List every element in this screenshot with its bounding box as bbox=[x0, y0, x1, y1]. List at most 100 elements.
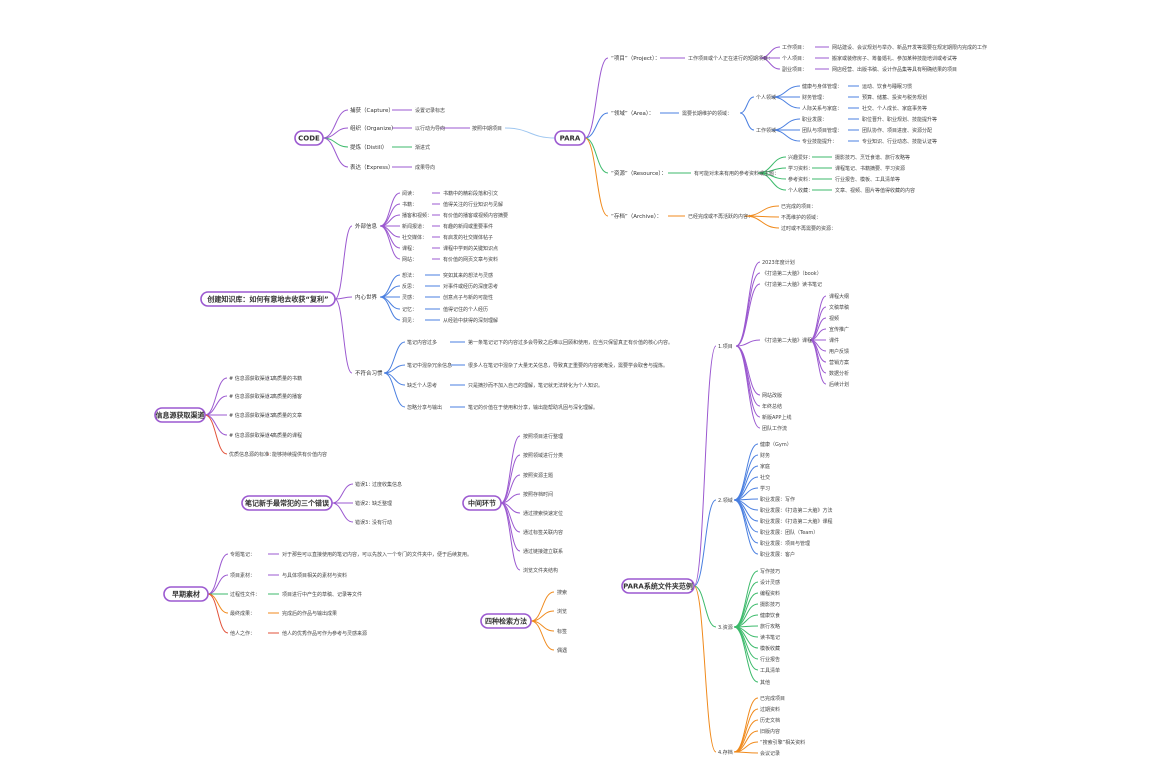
para-file-link bbox=[735, 345, 761, 429]
para-file-archive: 历史文档 bbox=[760, 717, 780, 724]
find-item: 通过链接建立联系 bbox=[523, 548, 563, 555]
para-file-area: 职业发展：客户 bbox=[760, 551, 795, 558]
para-file-group: 1.项目 bbox=[718, 344, 733, 350]
para-file-project-sub: 用户反馈 bbox=[829, 348, 849, 355]
code-detail: 以行动为导向 bbox=[415, 125, 445, 132]
para-link bbox=[744, 215, 780, 229]
para-resource-detail: 摄影技巧、烹饪食谱、旅行攻略等 bbox=[835, 154, 910, 161]
source-detail: 他人的优秀作品可作为参考与灵感来源 bbox=[282, 630, 367, 637]
notes-root-box[interactable] bbox=[241, 495, 333, 511]
info-root-box[interactable] bbox=[154, 407, 206, 423]
para-file-link bbox=[733, 626, 759, 671]
build-group: 外部信息 bbox=[355, 222, 378, 230]
para-file-group: 4.存档 bbox=[718, 749, 733, 756]
source-item: 专题笔记： bbox=[230, 551, 255, 558]
para-desc: 需要长期维护的领域： bbox=[682, 110, 732, 117]
find-link bbox=[500, 454, 521, 504]
para-link bbox=[739, 96, 755, 114]
para-file-project: 网站改版 bbox=[762, 392, 782, 399]
para-area-detail: 职位晋升、职业规划、技能提升等 bbox=[862, 116, 937, 123]
build-link bbox=[379, 296, 401, 310]
para-file-root-box[interactable] bbox=[621, 578, 695, 594]
para-file-area: 家庭 bbox=[760, 463, 770, 470]
notes-link bbox=[331, 483, 354, 504]
para-file-link bbox=[735, 283, 761, 347]
para-file-link bbox=[733, 626, 759, 683]
para-resource: 参考资料： bbox=[788, 176, 813, 183]
para-link bbox=[771, 85, 801, 98]
para-file-root: PARA系统文件夹范例 bbox=[623, 582, 693, 591]
para-file-project-sub: 营销方案 bbox=[829, 359, 849, 366]
code-bridge: 按照中期项目 bbox=[472, 125, 502, 132]
para-file-area: 职业发展：《打造第二大脑》课程 bbox=[760, 518, 833, 525]
para-link bbox=[584, 112, 609, 139]
info-link bbox=[204, 377, 228, 416]
para-archive: 不再维护的领域： bbox=[781, 214, 821, 221]
para-file-link bbox=[809, 295, 827, 341]
find-item: 按照存档时间 bbox=[523, 491, 553, 498]
build-internal: 想法： bbox=[402, 272, 417, 279]
build-internal-detail: 创意点子与新的可能性 bbox=[443, 294, 493, 301]
para-file-project-sub: 视频 bbox=[829, 315, 839, 322]
build-external: 课程： bbox=[402, 245, 417, 252]
para-area-detail: 预算、储蓄、投资与税务规划 bbox=[862, 94, 927, 101]
build-external-detail: 课程中学到的关键知识点 bbox=[443, 245, 498, 252]
search-root-box[interactable] bbox=[480, 613, 532, 629]
para-area-detail: 专业知识、行业动态、技能认证等 bbox=[862, 138, 937, 145]
search-root: 四种检索方法 bbox=[485, 617, 527, 626]
para-root-box[interactable] bbox=[554, 130, 586, 146]
build-external: 书籍： bbox=[402, 201, 417, 208]
code-detail: 设置记录标志 bbox=[415, 107, 445, 114]
para-root: PARA bbox=[560, 135, 581, 143]
code-link bbox=[322, 109, 349, 139]
info-item: # 信息源获取渠道3： bbox=[229, 412, 278, 419]
build-external-detail: 值得关注的行业知识与见解 bbox=[443, 201, 503, 208]
para-file-link bbox=[733, 592, 759, 628]
search-link bbox=[530, 591, 555, 622]
para-file-link bbox=[733, 708, 759, 753]
para-file-project-sub: 课件 bbox=[829, 337, 839, 344]
find-root: 中间环节 bbox=[468, 499, 496, 508]
code-link bbox=[322, 137, 349, 168]
build-link bbox=[383, 364, 406, 374]
code-root-box[interactable] bbox=[294, 130, 324, 146]
build-habit: 笔记内容过多 bbox=[407, 339, 437, 346]
source-link bbox=[207, 593, 229, 634]
build-link bbox=[334, 296, 353, 300]
build-external-detail: 有启发的社交媒体帖子 bbox=[443, 234, 493, 241]
para-item: “存档”（Archive）： bbox=[611, 212, 662, 220]
para-resource-detail: 文章、视频、图片等值得收藏的内容 bbox=[835, 187, 915, 194]
build-root: 创建知识库：如何有意地去收获“复利” bbox=[206, 295, 328, 304]
info-detail: 能够持续提供有价值内容 bbox=[272, 451, 327, 458]
build-external: 新闻报道： bbox=[402, 223, 427, 230]
source-root-box[interactable] bbox=[163, 586, 209, 602]
para-file-resource: 写作技巧 bbox=[760, 568, 780, 575]
para-file-link bbox=[693, 585, 717, 753]
build-internal-detail: 对事件或经历的深度思考 bbox=[443, 283, 498, 290]
para-file-link bbox=[735, 339, 761, 347]
build-group: 内心世界 bbox=[355, 293, 378, 301]
notes-detail: 没有行动 bbox=[372, 519, 392, 526]
search-item: 搜索 bbox=[557, 589, 567, 596]
para-link bbox=[584, 137, 609, 217]
para-file-link bbox=[693, 585, 717, 628]
source-item: 项目素材： bbox=[230, 572, 255, 579]
para-file-project-sub: 数据分析 bbox=[829, 370, 849, 377]
para-file-group: 3.资源 bbox=[718, 624, 733, 631]
para-file-project-sub: 文稿草稿 bbox=[829, 304, 849, 311]
para-file-archive: 过期资料 bbox=[760, 706, 780, 713]
para-link bbox=[771, 118, 801, 131]
para-file-link bbox=[733, 499, 759, 522]
para-file-archive: “搜索引擎”相关资料 bbox=[760, 739, 805, 746]
info-item: # 信息源获取渠道2： bbox=[229, 393, 278, 400]
build-root-box[interactable] bbox=[200, 291, 336, 307]
build-link bbox=[379, 285, 401, 298]
para-file-link bbox=[733, 499, 759, 544]
build-link bbox=[383, 341, 406, 374]
para-item: “资源”（Resource）： bbox=[611, 169, 667, 177]
info-item: # 信息源获取渠道4： bbox=[229, 432, 278, 439]
info-detail: 高质量的书籍 bbox=[272, 375, 302, 382]
para-file-project: 团队工作流 bbox=[762, 425, 787, 432]
para-resource-detail: 行业报告、模板、工具清单等 bbox=[835, 176, 900, 183]
find-root-box[interactable] bbox=[462, 495, 502, 511]
